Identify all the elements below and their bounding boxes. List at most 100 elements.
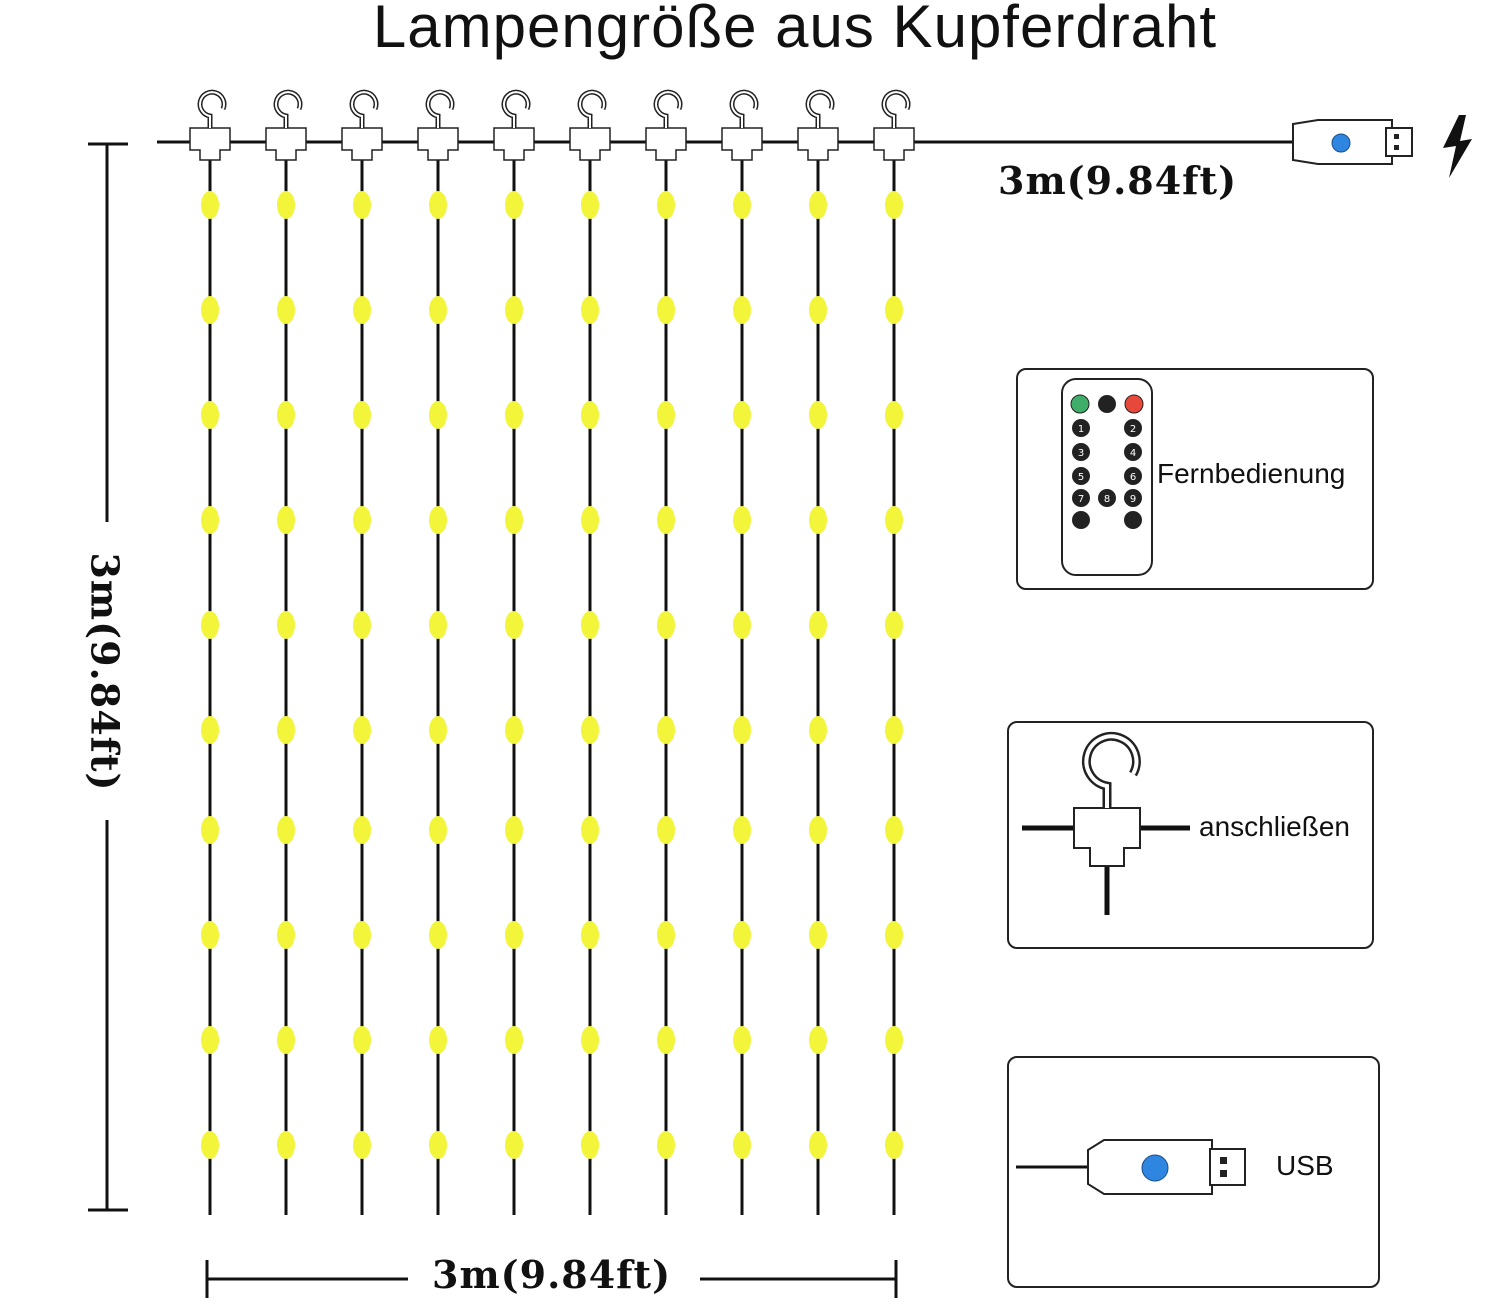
led-bulb [201,401,219,429]
led-bulb [809,1131,827,1159]
led-bulb [733,816,751,844]
led-bulb [277,921,295,949]
led-bulb [657,921,675,949]
led-bulb [277,1026,295,1054]
led-bulb [505,816,523,844]
lightning-icon [1443,115,1472,178]
led-bulb [429,716,447,744]
hook-icon [417,89,459,161]
hook-icon [645,89,687,161]
led-bulb [277,1131,295,1159]
led-bulb [201,716,219,744]
led-bulb [429,921,447,949]
led-bulb [581,401,599,429]
light-strands [201,160,903,1215]
led-bulb [277,296,295,324]
led-bulb [581,816,599,844]
led-bulb [885,921,903,949]
led-bulb [581,506,599,534]
led-bulb [353,1131,371,1159]
led-bulb [201,191,219,219]
remote-key [1072,443,1090,461]
hook-icon [493,89,535,161]
led-bulb [657,506,675,534]
remote-key-label: 5 [1078,472,1084,483]
led-bulb [657,816,675,844]
remote-key [1124,489,1142,507]
remote-key-label: 7 [1078,494,1084,505]
led-bulb [733,401,751,429]
led-bulb [429,191,447,219]
led-bulb [277,401,295,429]
led-bulb [657,716,675,744]
remote-key-label: 2 [1130,424,1136,435]
led-bulb [733,191,751,219]
led-bulb [581,921,599,949]
hook-row [189,89,915,161]
led-bulb [505,921,523,949]
remote-key [1072,489,1090,507]
led-bulb [885,816,903,844]
led-bulb [277,611,295,639]
led-bulb [657,191,675,219]
hook-icon [721,89,763,161]
led-bulb [809,611,827,639]
led-bulb [277,506,295,534]
hook-icon [797,89,839,161]
remote-key-label: 1 [1078,424,1084,435]
diagram-title: Lampengröße aus Kupferdraht [372,0,1218,60]
remote-key-label: 6 [1130,472,1136,483]
hook-icon [341,89,383,161]
led-bulb [809,296,827,324]
led-bulb [505,611,523,639]
led-bulb [581,296,599,324]
led-bulb [809,401,827,429]
led-bulb [429,611,447,639]
led-bulb [809,716,827,744]
led-bulb [353,401,371,429]
usb-plug-icon [1292,119,1413,165]
led-bulb [353,816,371,844]
led-bulb [885,191,903,219]
led-bulb [733,611,751,639]
led-bulb [885,716,903,744]
led-bulb [505,191,523,219]
led-bulb [353,611,371,639]
led-bulb [201,1131,219,1159]
led-bulb [581,1131,599,1159]
led-bulb [581,611,599,639]
remote-key [1072,511,1090,529]
led-bulb [657,401,675,429]
width-label: 3m(9.84ft) [432,1252,672,1297]
led-bulb [733,921,751,949]
led-bulb [657,611,675,639]
led-bulb [429,1026,447,1054]
led-bulb [809,1026,827,1054]
remote-key [1124,419,1142,437]
led-bulb [657,296,675,324]
led-bulb [581,1026,599,1054]
remote-key-label: 9 [1130,494,1136,505]
remote-key [1124,511,1142,529]
led-bulb [429,1131,447,1159]
led-bulb [885,296,903,324]
led-bulb [581,191,599,219]
led-bulb [277,191,295,219]
led-bulb [809,816,827,844]
led-bulb [353,1026,371,1054]
led-bulb [201,296,219,324]
remote-key [1072,467,1090,485]
led-bulb [505,506,523,534]
led-bulb [505,1131,523,1159]
led-bulb [429,401,447,429]
led-bulb [809,921,827,949]
led-bulb [201,921,219,949]
led-bulb [505,1026,523,1054]
width-dimension [205,1260,898,1298]
hook-icon [189,89,231,161]
remote-key [1124,443,1142,461]
usb-label: USB [1276,1150,1334,1181]
